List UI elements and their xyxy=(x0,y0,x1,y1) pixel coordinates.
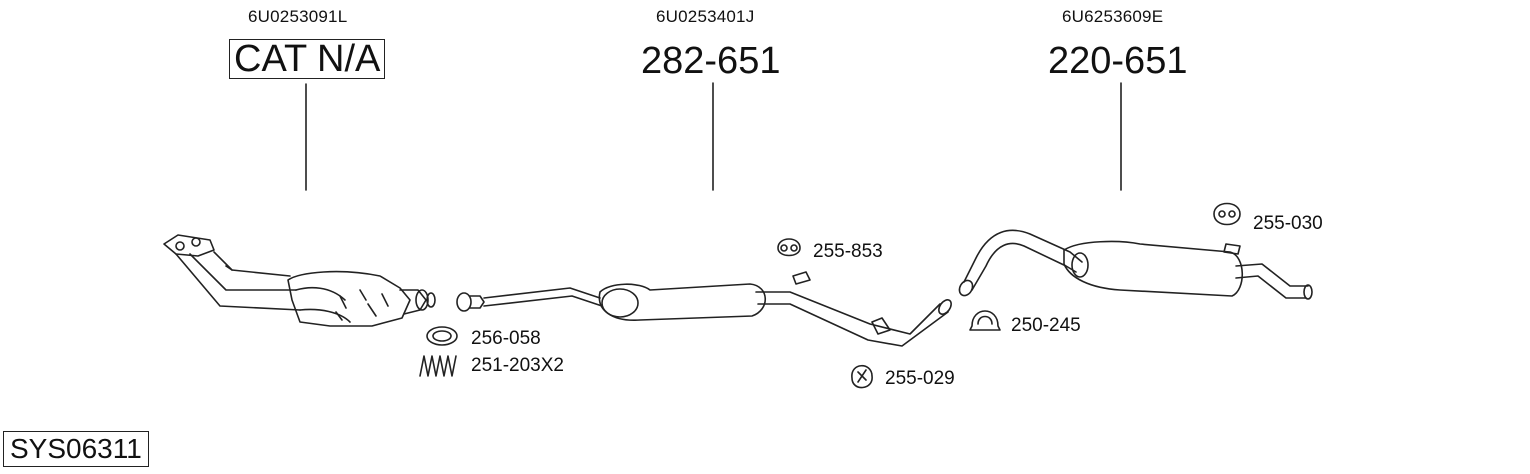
label-springs: 251-203X2 xyxy=(471,355,564,376)
label-clamp: 250-245 xyxy=(1011,315,1081,336)
hanger-icon-rear xyxy=(1213,202,1241,226)
system-id: SYS06311 xyxy=(3,431,149,467)
oem-number-middle: 6U0253401J xyxy=(656,7,755,26)
middle-silencer-assembly xyxy=(456,271,952,347)
part-number-right: 220-651 xyxy=(1048,40,1188,82)
label-hanger-rear: 255-030 xyxy=(1253,213,1323,234)
oem-number-left: 6U0253091L xyxy=(248,7,348,26)
hanger-icon-mid xyxy=(777,238,801,257)
hanger-icon-low xyxy=(851,364,873,389)
rear-silencer-assembly xyxy=(958,229,1313,300)
oem-number-right: 6U6253609E xyxy=(1062,7,1164,26)
part-number-left: CAT N/A xyxy=(229,39,386,79)
part-number-middle: 282-651 xyxy=(641,40,781,82)
spring-icon xyxy=(419,355,457,377)
clamp-icon xyxy=(969,310,1001,331)
label-hanger-low: 255-029 xyxy=(885,368,955,389)
label-gasket: 256-058 xyxy=(471,328,541,349)
catalytic-converter-assembly xyxy=(163,234,436,327)
label-hanger-mid: 255-853 xyxy=(813,241,883,262)
gasket-icon xyxy=(426,326,458,346)
